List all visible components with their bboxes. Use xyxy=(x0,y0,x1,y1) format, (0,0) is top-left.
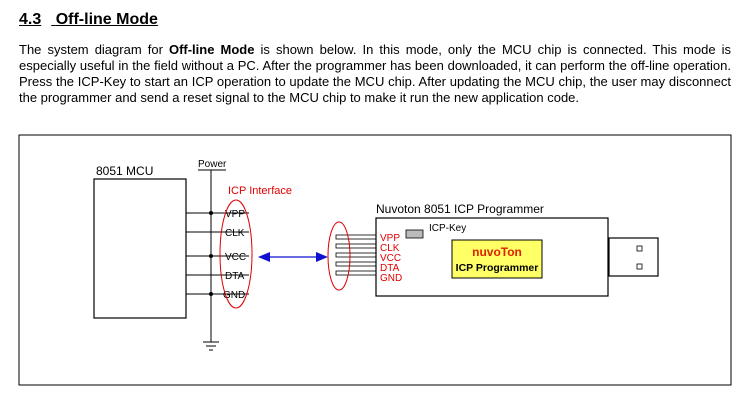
usb-contact-bottom xyxy=(636,263,643,270)
mcu-pin-gnd: GND xyxy=(223,290,245,301)
usb-connector xyxy=(608,237,659,277)
junction-dot-vcc xyxy=(209,254,213,258)
mcu-pin-dta: DTA xyxy=(225,271,245,282)
connection-arrow xyxy=(258,252,328,262)
programmer-pin-vpp: VPP xyxy=(380,233,400,244)
figure-border xyxy=(18,134,732,386)
icp-interface-label: ICP Interface xyxy=(228,185,292,197)
icp-key-button xyxy=(405,229,424,239)
power-label: Power xyxy=(198,159,227,170)
mcu-label: 8051 MCU xyxy=(96,164,153,178)
paragraph-bold-term: Off-line Mode xyxy=(168,42,255,57)
programmer-pin-vcc: VCC xyxy=(380,253,401,264)
nuvoton-logo-text: nuvoTon xyxy=(472,245,522,259)
section-number: 4.3 xyxy=(19,11,42,28)
mcu-chip xyxy=(93,178,187,319)
programmer-pin-clk: CLK xyxy=(380,243,400,254)
usb-contact-top xyxy=(636,245,643,252)
mcu-interface-ellipse xyxy=(219,199,253,309)
junction-dot-gnd xyxy=(209,292,213,296)
ground-icon xyxy=(203,341,219,351)
section-title: Off-line Mode xyxy=(55,11,158,28)
junction-dot-vpp xyxy=(209,211,213,215)
logo-subtext: ICP Programmer xyxy=(456,262,539,274)
section-heading: 4.3 Off-line Mode xyxy=(19,11,158,29)
mcu-pin-clk: CLK xyxy=(225,228,245,239)
description-paragraph: The system diagram for Off-line Mode is … xyxy=(19,42,731,106)
mcu-pin-vcc: VCC xyxy=(225,252,246,263)
paragraph-text-start: The system diagram for xyxy=(19,42,169,57)
programmer-pin-gnd: GND xyxy=(380,273,402,284)
programmer-header-pins xyxy=(335,234,377,276)
icp-key-label: ICP-Key xyxy=(429,223,466,234)
programmer-interface-ellipse xyxy=(327,221,351,291)
programmer-pin-dta: DTA xyxy=(380,263,400,274)
programmer-title: Nuvoton 8051 ICP Programmer xyxy=(376,202,544,216)
paragraph-text-rest: is shown below. In this mode, only the M… xyxy=(19,42,731,105)
mcu-pin-vpp: VPP xyxy=(225,209,245,220)
nuvoton-logo-box xyxy=(451,239,543,279)
